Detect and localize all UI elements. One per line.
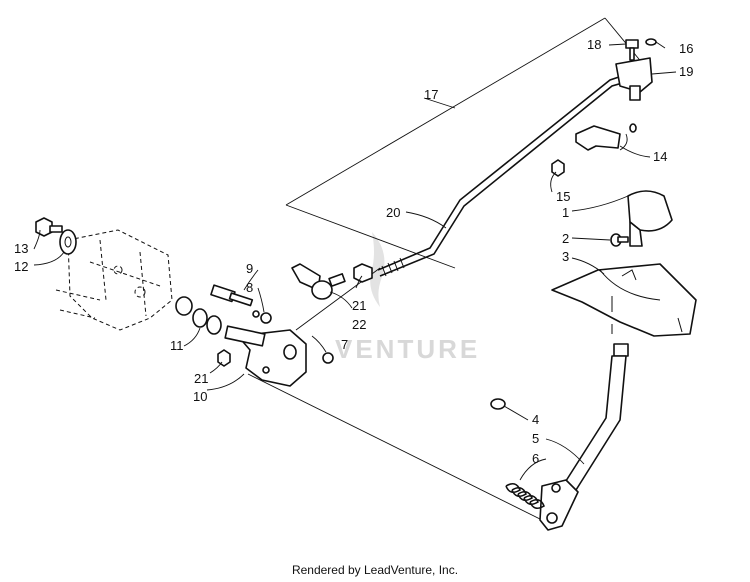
watermark: VENTURE <box>335 232 480 364</box>
screw-2 <box>610 233 629 247</box>
bolt-18 <box>625 39 639 61</box>
shift-boot-3 <box>551 263 697 337</box>
callout-7: 7 <box>341 337 348 352</box>
callout-6: 6 <box>532 451 539 466</box>
callout-12: 12 <box>14 259 28 274</box>
washer-12 <box>59 229 77 255</box>
callout-21-pivot: 21 <box>194 371 208 386</box>
callout-10: 10 <box>193 389 207 404</box>
leader-lines <box>33 41 677 481</box>
frame-mount <box>55 229 173 331</box>
callout-13: 13 <box>14 241 28 256</box>
shift-knob-1 <box>627 190 673 247</box>
callout-4: 4 <box>532 412 539 427</box>
bracket-14 <box>575 125 621 151</box>
nut-21-rod <box>353 263 373 283</box>
callout-22: 22 <box>352 317 366 332</box>
bolt-15 <box>551 159 565 177</box>
rod-end-22 <box>291 263 346 300</box>
callout-16: 16 <box>679 41 693 56</box>
callout-3: 3 <box>562 249 569 264</box>
ring-11a <box>192 308 208 328</box>
callout-20: 20 <box>386 205 400 220</box>
pin-9 <box>210 284 254 307</box>
clip-4 <box>490 398 506 410</box>
callout-2: 2 <box>562 231 569 246</box>
callout-19: 19 <box>679 64 693 79</box>
spring-6 <box>505 482 545 510</box>
bushing <box>175 296 193 316</box>
washer-8 <box>260 312 272 324</box>
watermark-text: VENTURE <box>335 334 480 364</box>
callout-9: 9 <box>246 261 253 276</box>
callout-21-rod: 21 <box>352 298 366 313</box>
nut-21-left <box>217 349 231 367</box>
callout-17: 17 <box>424 87 438 102</box>
callout-15: 15 <box>556 189 570 204</box>
callout-5: 5 <box>532 431 539 446</box>
callout-8: 8 <box>246 280 253 295</box>
shift-lever-5 <box>539 343 629 531</box>
linkage-lever-19 <box>615 57 653 101</box>
ring-11b <box>206 315 222 335</box>
clip-16 <box>645 38 657 46</box>
callout-18: 18 <box>587 37 601 52</box>
callout-1: 1 <box>562 205 569 220</box>
pivot-bracket-10 <box>224 325 307 387</box>
callout-14: 14 <box>653 149 667 164</box>
callout-11: 11 <box>170 338 184 353</box>
washer-7 <box>322 352 334 364</box>
assembly-line <box>247 373 547 523</box>
footer-credit: Rendered by LeadVenture, Inc. <box>291 563 459 577</box>
